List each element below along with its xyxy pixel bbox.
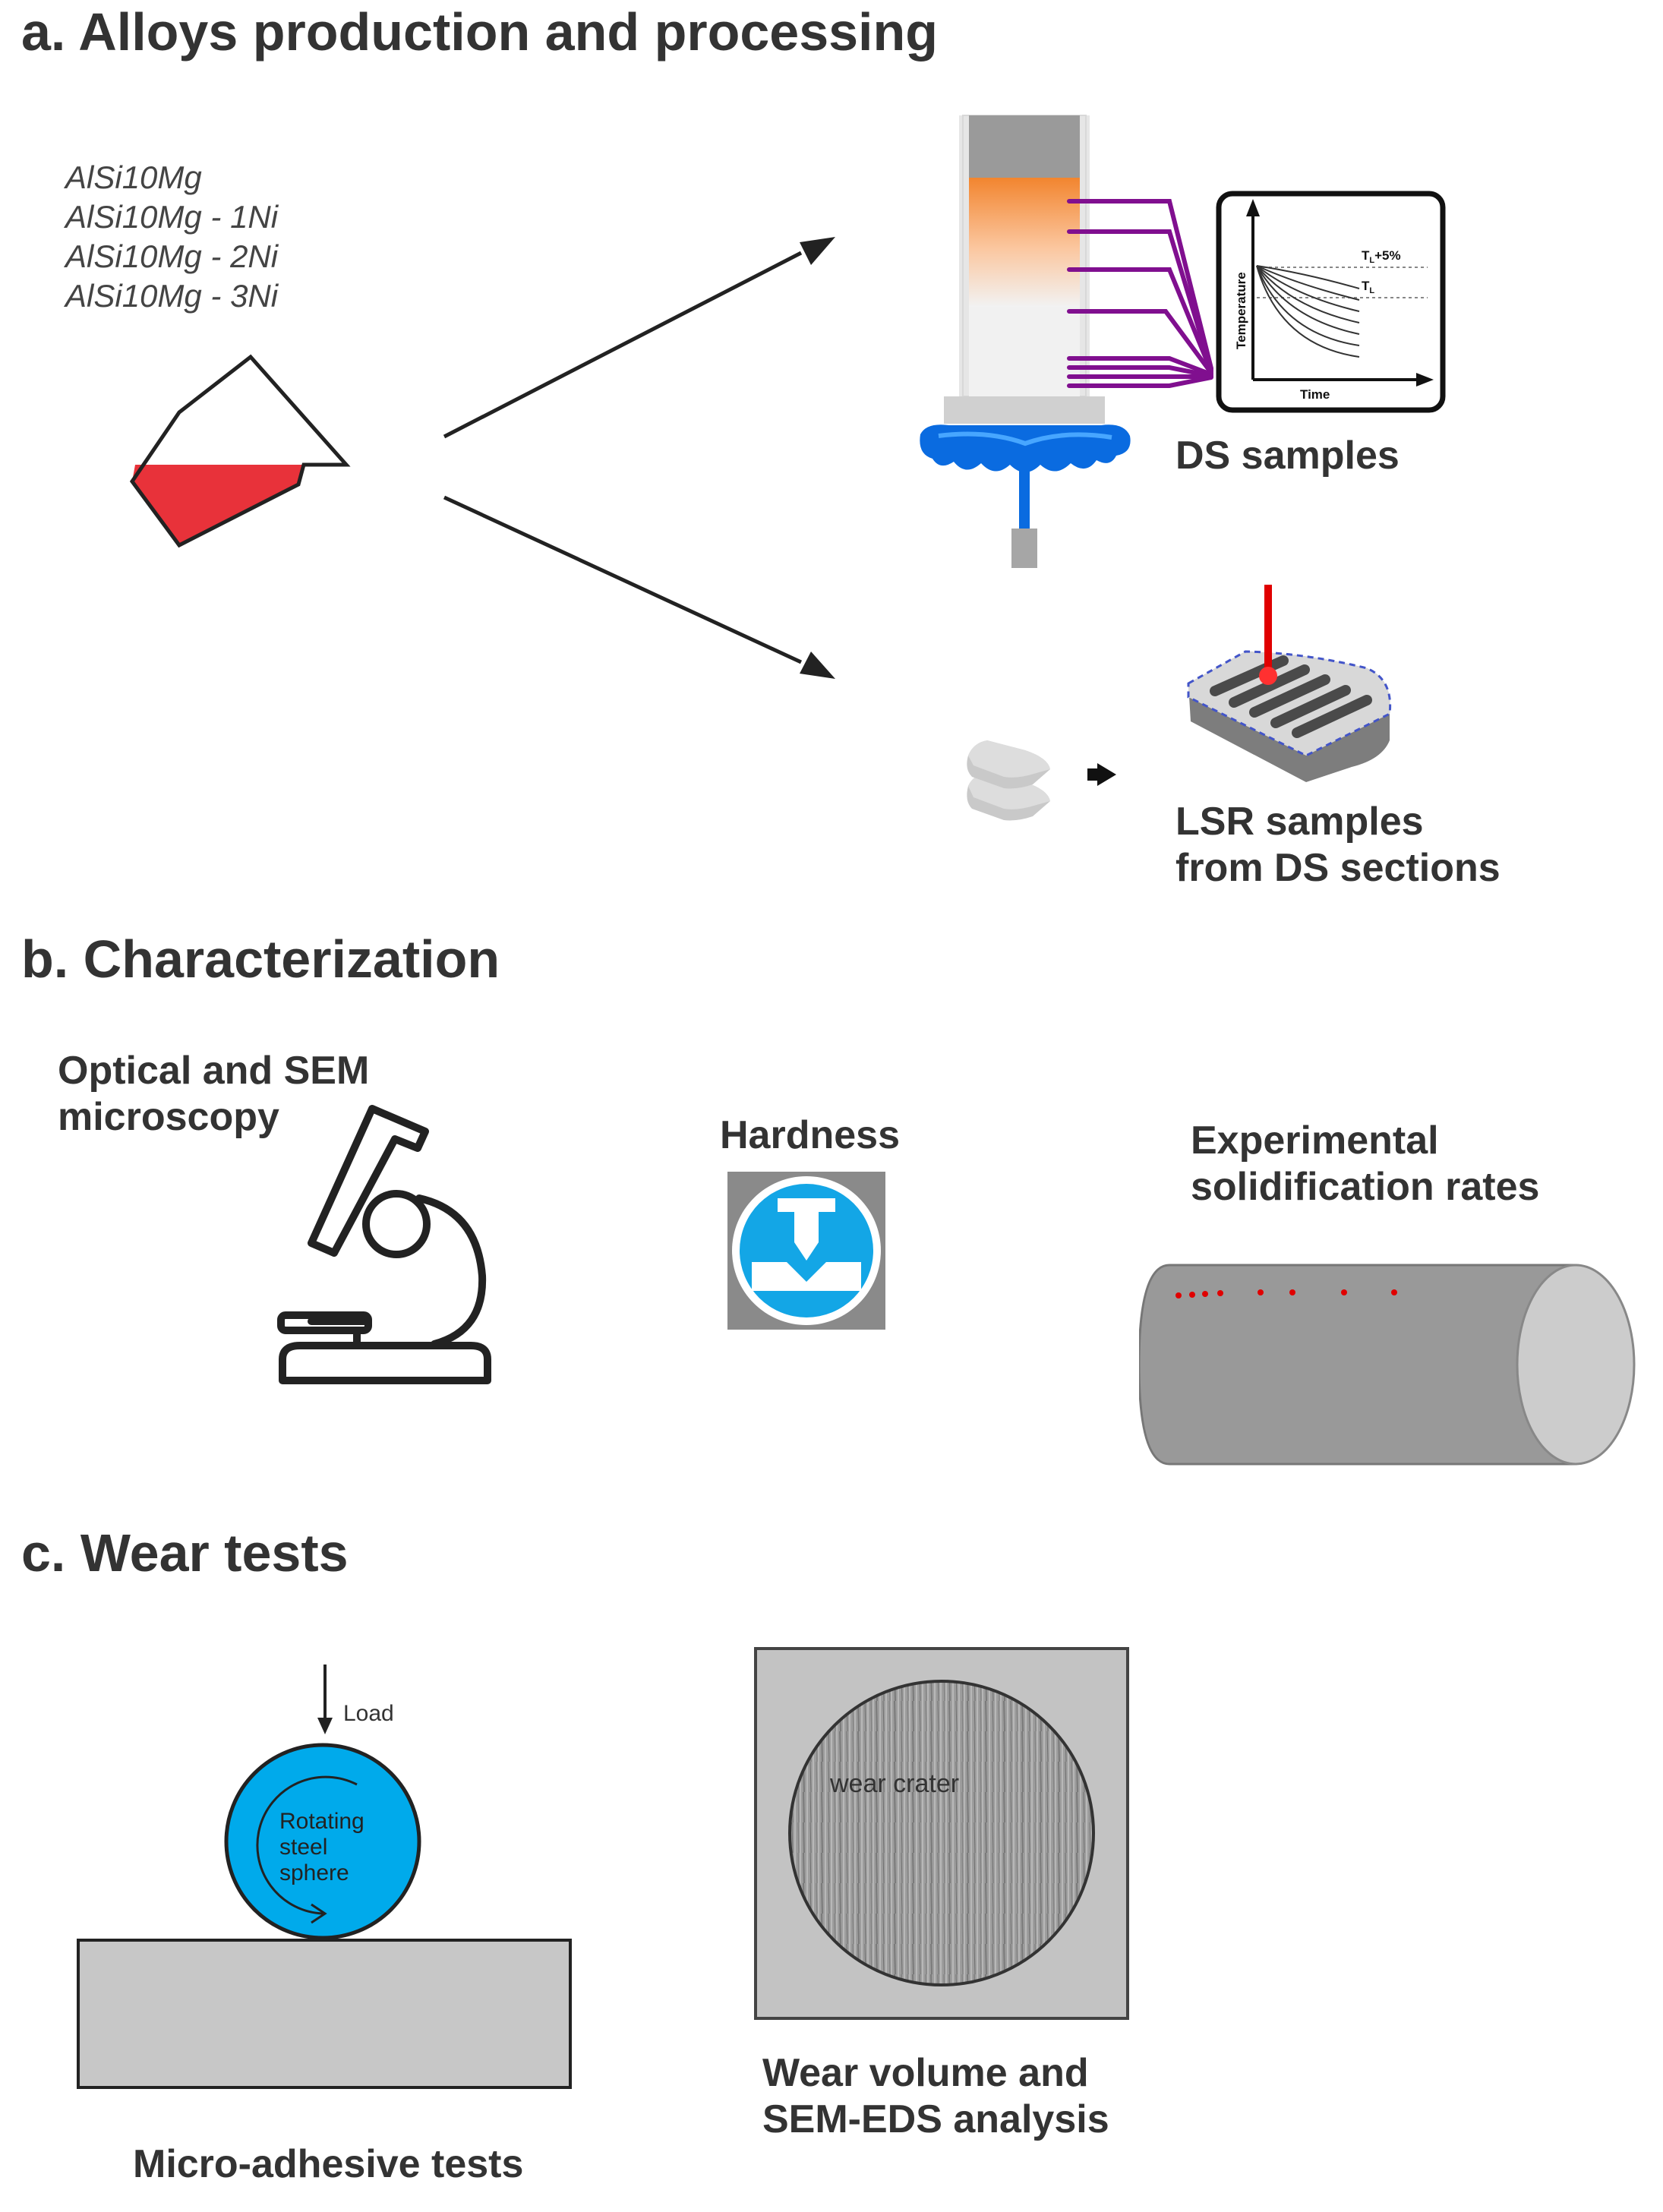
hardness-label: Hardness <box>720 1113 900 1157</box>
lsr-label-line1: LSR samples <box>1175 800 1424 844</box>
alloy-label-2: AlSi10Mg - 1Ni <box>65 199 279 235</box>
section-a-title: a. Alloys production and processing <box>21 2 939 62</box>
wear-crater-diagram: wear crater <box>754 1647 1129 2020</box>
hardness-tester-icon <box>727 1172 885 1330</box>
sphere-label-line3: sphere <box>279 1860 349 1885</box>
ds-cylinder-diagram <box>1139 1264 1636 1466</box>
sphere-label-line2: steel <box>279 1835 327 1860</box>
section-c-title: c. Wear tests <box>21 1523 349 1582</box>
alloy-label-1: AlSi10Mg <box>65 159 202 195</box>
load-label: Load <box>343 1701 394 1726</box>
ds-samples-label: DS samples <box>1175 434 1400 478</box>
ds-furnace-diagram <box>920 115 1213 568</box>
exp-rates-label-line2: solidification rates <box>1191 1165 1540 1209</box>
cooling-curve-graph: Temperature Time TL+5% TL <box>1216 191 1446 413</box>
graph-ylabel: Temperature <box>1234 272 1248 349</box>
optical-label-line2: microscopy <box>58 1095 279 1139</box>
lsr-sample-diagram <box>967 585 1392 821</box>
micro-adhesive-label: Micro-adhesive tests <box>133 2142 524 2186</box>
graph-xlabel: Time <box>1300 387 1330 402</box>
section-b-title: b. Characterization <box>21 929 500 989</box>
wear-volume-label-line2: SEM-EDS analysis <box>762 2097 1109 2141</box>
microscope-icon <box>277 1105 491 1384</box>
sphere-label-line1: Rotating <box>279 1809 364 1834</box>
crucible-icon <box>129 354 351 548</box>
alloy-label-3: AlSi10Mg - 2Ni <box>65 238 279 274</box>
alloy-label-4: AlSi10Mg - 3Ni <box>65 278 279 314</box>
graph-tl-label: TL <box>1362 279 1374 295</box>
exp-rates-label-line1: Experimental <box>1191 1119 1439 1163</box>
micro-adhesive-test-diagram: Load Rotating steel sphere <box>77 1665 572 2089</box>
optical-label-line1: Optical and SEM <box>58 1049 370 1093</box>
wear-crater-label: wear crater <box>829 1769 959 1798</box>
wear-volume-label-line1: Wear volume and <box>762 2051 1089 2095</box>
lsr-label-line2: from DS sections <box>1175 846 1500 890</box>
process-arrows <box>443 237 835 679</box>
graph-tl5-label: TL+5% <box>1362 248 1401 265</box>
